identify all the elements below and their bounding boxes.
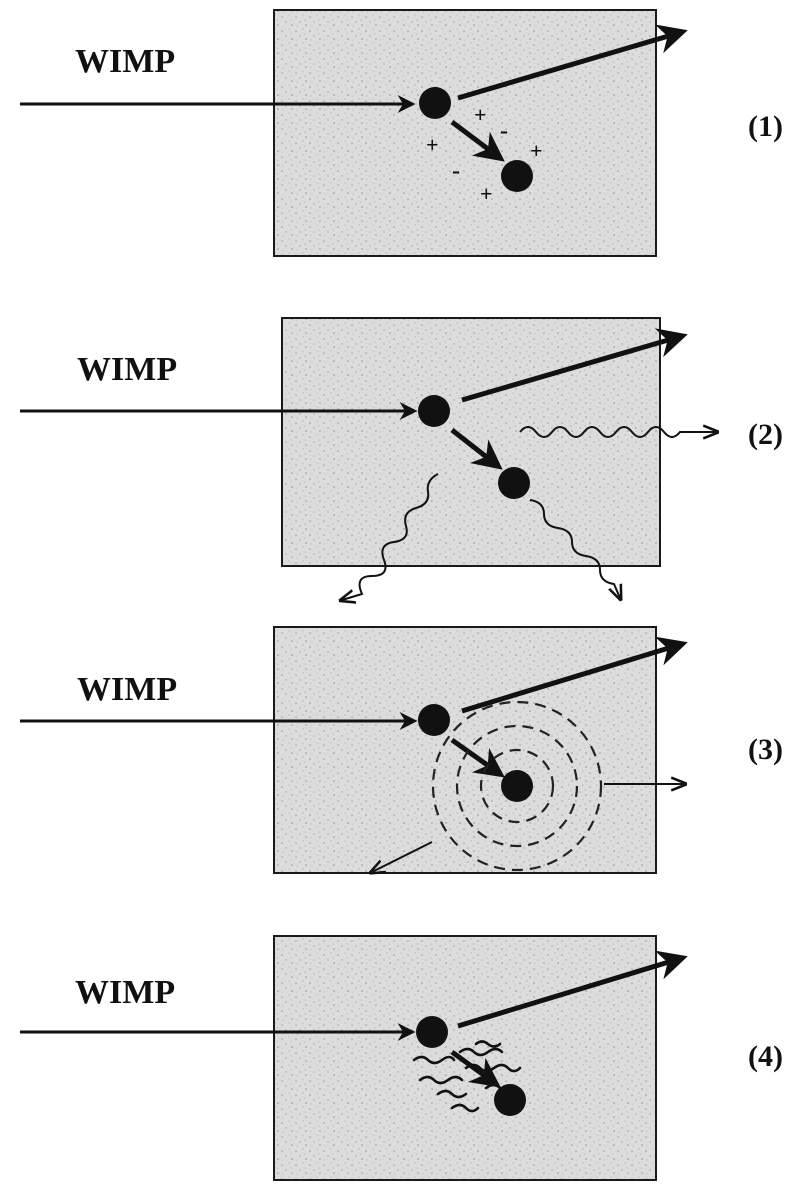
photon-wave-lower-right — [529, 499, 620, 598]
wavefront-outer — [431, 700, 603, 872]
target-nucleus — [418, 395, 450, 427]
charge-sign: + — [426, 132, 439, 157]
panel-1: WIMP + - + - + + (1) — [20, 9, 783, 257]
wimp-label: WIMP — [75, 974, 175, 1011]
panel-number: (2) — [748, 418, 783, 451]
charge-sign: - — [452, 158, 460, 184]
charge-sign: + — [480, 181, 493, 206]
recoil-nucleus — [498, 467, 530, 499]
recoil-nucleus — [494, 1084, 526, 1116]
detector-box — [273, 935, 657, 1181]
recoil-nucleus — [501, 770, 533, 802]
charge-sign: - — [500, 118, 508, 144]
recoil-arrow — [450, 737, 505, 778]
panel-3: WIMP (3) — [20, 626, 783, 873]
target-nucleus — [416, 1016, 448, 1048]
wimp-label: WIMP — [77, 671, 177, 708]
wavefront-middle — [455, 724, 579, 848]
wimp-label: WIMP — [77, 351, 177, 388]
recoil-nucleus — [501, 160, 533, 192]
scattered-wimp-arrow — [461, 328, 688, 403]
recoil-arrow — [450, 1049, 501, 1088]
target-nucleus — [418, 704, 450, 736]
scattered-wimp-arrow — [457, 950, 688, 1029]
charge-sign: + — [530, 138, 543, 163]
recoil-arrow — [450, 428, 503, 470]
panel-number: (1) — [748, 110, 783, 143]
target-nucleus — [419, 87, 451, 119]
wavefront-inner — [479, 748, 555, 824]
scattered-wimp-arrow — [457, 24, 688, 101]
panel-4: WIMP (4) — [20, 935, 783, 1181]
scattered-wimp-arrow — [461, 636, 688, 714]
panel-2: WIMP (2) — [20, 317, 783, 600]
phonon-arrow-lower-left — [372, 841, 433, 872]
charge-sign: + — [474, 102, 487, 127]
panel-number: (3) — [748, 733, 783, 766]
ionization-charges: + - + - + + — [426, 102, 543, 206]
recoil-arrow — [450, 120, 505, 162]
phonon-wavefronts — [431, 700, 603, 872]
photon-wave-lower-left — [342, 473, 439, 600]
photon-wave-right — [519, 427, 716, 437]
panel-number: (4) — [748, 1040, 783, 1073]
wimp-label: WIMP — [75, 43, 175, 80]
